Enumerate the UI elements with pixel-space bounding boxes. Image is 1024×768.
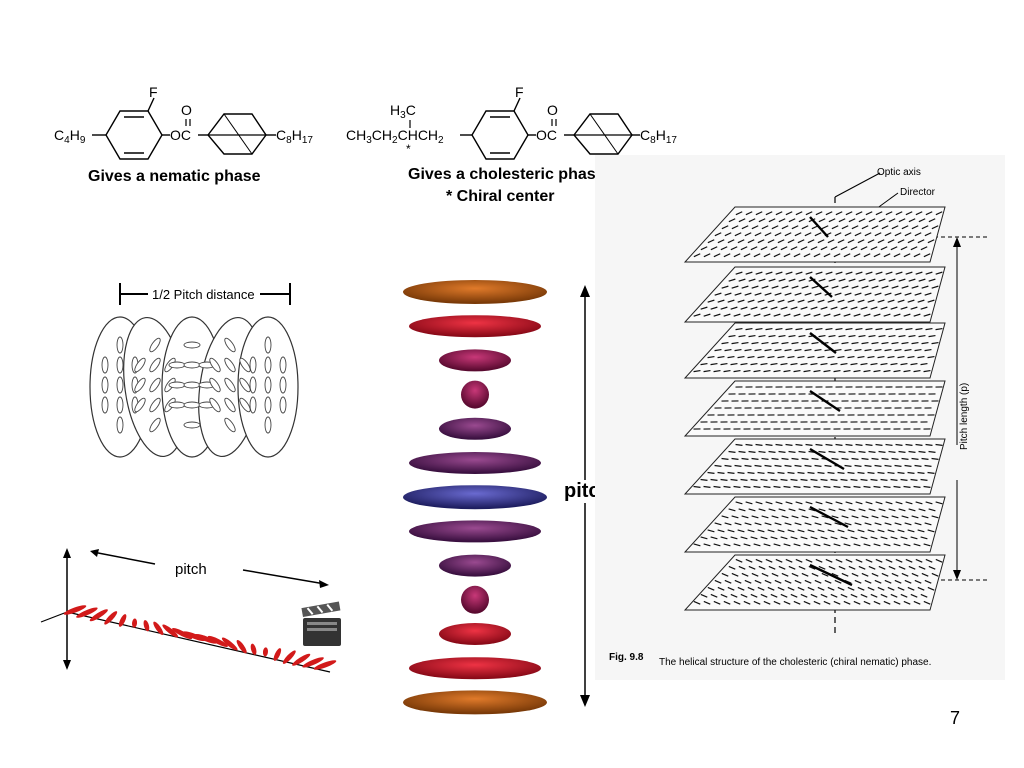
methyl-label: H3C <box>390 102 416 121</box>
helix-molecule <box>236 639 247 654</box>
director-plane <box>683 496 946 553</box>
ellipsoid-molecule <box>461 585 489 614</box>
helix-molecule <box>131 618 138 628</box>
half-pitch-diagram: 1/2 Pitch distance <box>89 283 299 458</box>
ellipsoid-molecule <box>409 520 541 543</box>
helix-molecule <box>221 637 238 651</box>
helix-molecule <box>292 653 311 666</box>
ellipsoid-molecule <box>439 349 511 372</box>
helix-molecule <box>63 605 87 615</box>
helix-pitch-diagram: pitch <box>40 548 341 673</box>
figure-number: Fig. 9.8 <box>609 652 644 663</box>
optic-axis-label: Optic axis <box>877 167 921 178</box>
helix-molecule <box>118 614 127 627</box>
figure-caption: The helical structure of the cholesteric… <box>659 657 931 668</box>
nematic-molecule-structure: C4H9 F OC O C8H17 <box>54 84 313 160</box>
helix-molecule <box>273 648 282 661</box>
ellipsoid-molecule <box>439 623 511 645</box>
helix-molecule <box>89 609 108 622</box>
fluorine-label: F <box>149 84 158 100</box>
helix-molecule <box>76 607 98 618</box>
helix-molecule <box>153 621 164 636</box>
chiral-star: * <box>406 142 411 156</box>
ellipsoid-molecule <box>439 554 511 577</box>
helix-molecule <box>104 611 118 625</box>
c8h17-label: C8H17 <box>640 127 677 146</box>
helix-molecule <box>172 628 193 640</box>
helix-molecule <box>262 647 269 657</box>
ellipsoid-molecule <box>461 380 489 409</box>
helix-molecule <box>143 620 150 632</box>
ellipsoid-molecule <box>403 485 547 510</box>
chain-label: CH3CH2CHCH2 <box>346 127 444 146</box>
helix-molecule <box>282 650 296 664</box>
director-label: Director <box>900 187 936 198</box>
ellipsoid-molecule <box>403 280 547 304</box>
carbonyl-oxygen-label: O <box>181 102 192 118</box>
ellipsoid-molecule <box>409 452 541 474</box>
helix-molecule <box>162 624 179 638</box>
half-pitch-label: 1/2 Pitch distance <box>152 287 255 302</box>
ester-label: OC <box>536 127 557 143</box>
cholesteric-caption: Gives a cholesteric phase <box>408 166 605 183</box>
helix-molecule <box>302 657 324 668</box>
ellipsoid-molecule <box>409 315 541 338</box>
carbonyl-oxygen-label: O <box>547 102 558 118</box>
nematic-caption: Gives a nematic phase <box>88 168 261 185</box>
ellipsoid-molecule <box>439 417 511 440</box>
chiral-center-caption: * Chiral center <box>446 188 555 205</box>
helix-molecule <box>207 635 228 647</box>
ellipsoid-molecule <box>409 657 541 680</box>
ester-label: OC <box>170 127 191 143</box>
director-plane <box>683 438 946 495</box>
fluorine-label: F <box>515 84 524 100</box>
helix-pitch-label: pitch <box>175 561 207 578</box>
helical-structure-figure: Optic axis Director Pitch length (p) Fig… <box>595 155 1005 680</box>
helix-molecule <box>194 633 218 644</box>
ellipsoid-molecule <box>403 690 547 715</box>
page-number: 7 <box>950 708 961 728</box>
pitch-length-label: Pitch length (p) <box>959 383 970 450</box>
clapperboard-icon[interactable] <box>301 601 341 646</box>
helix-molecule <box>250 643 257 655</box>
cholesteric-molecule-structure: H3C CH3CH2CHCH2 * F OC O C8H17 <box>346 84 677 160</box>
c4h9-label: C4H9 <box>54 127 86 146</box>
helix-molecule <box>313 660 337 670</box>
director-plane <box>683 554 946 611</box>
c8h17-label: C8H17 <box>276 127 313 146</box>
